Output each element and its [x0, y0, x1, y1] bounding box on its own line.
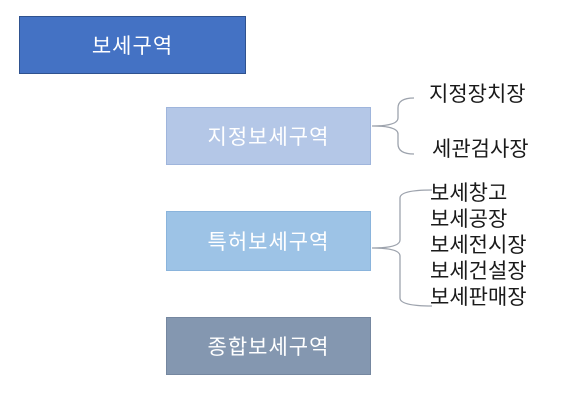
sub-item-designated-1: 지정장치장 [429, 82, 526, 106]
sub-item-designated-2: 세관검사장 [432, 137, 529, 161]
category-label-patent: 특허보세구역 [207, 230, 330, 254]
sub-item-patent-3: 보세전시장 [430, 233, 527, 257]
sub-item-patent-5: 보세판매장 [430, 285, 527, 309]
category-box-patent: 특허보세구역 [166, 211, 371, 271]
bracket-patent [371, 189, 433, 307]
category-label-general: 종합보세구역 [207, 335, 330, 359]
sub-item-patent-2: 보세공장 [430, 207, 508, 231]
category-box-designated: 지정보세구역 [166, 107, 371, 165]
bracket-designated [371, 97, 415, 155]
root-box-bonded-area: 보세구역 [19, 16, 246, 74]
category-box-general: 종합보세구역 [166, 317, 371, 375]
category-label-designated: 지정보세구역 [207, 125, 330, 149]
root-box-label: 보세구역 [91, 34, 174, 58]
sub-item-patent-1: 보세창고 [430, 181, 508, 205]
sub-item-patent-4: 보세건설장 [430, 259, 527, 283]
